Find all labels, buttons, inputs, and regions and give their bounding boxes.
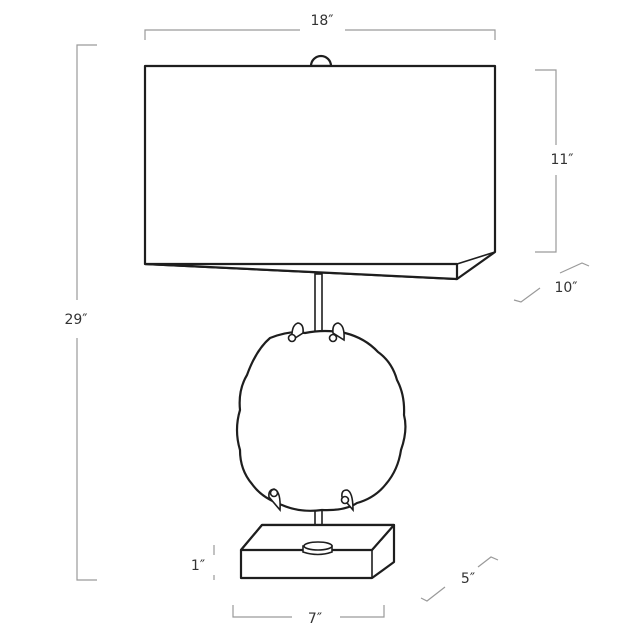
top-left-clip [287, 322, 304, 343]
stone-disk [235, 329, 407, 512]
finial [309, 54, 333, 68]
base-depth-label: 5″ [461, 571, 475, 587]
base-width-label: 7″ [308, 611, 322, 627]
lamp-shade [143, 64, 497, 281]
base-height-dimension: 1″ [191, 545, 215, 580]
total-height-label: 29″ [64, 312, 87, 328]
shade-depth-label: 10″ [554, 280, 577, 296]
base-depth-dimension: 5″ [420, 556, 499, 602]
base-height-label: 1″ [191, 558, 205, 574]
bottom-left-clip [268, 488, 281, 513]
total-height-dimension: 29″ [64, 44, 97, 581]
base-width-dimension: 7″ [232, 605, 385, 627]
top-right-clip [328, 322, 345, 343]
stem-collar [302, 541, 333, 556]
bottom-right-clip [340, 489, 354, 513]
shade-width-dimension: 18″ [144, 13, 496, 40]
shade-height-label: 11″ [550, 152, 573, 168]
shade-height-dimension: 11″ [535, 69, 574, 253]
shade-depth-dimension: 10″ [513, 262, 590, 303]
shade-width-label: 18″ [310, 13, 333, 29]
